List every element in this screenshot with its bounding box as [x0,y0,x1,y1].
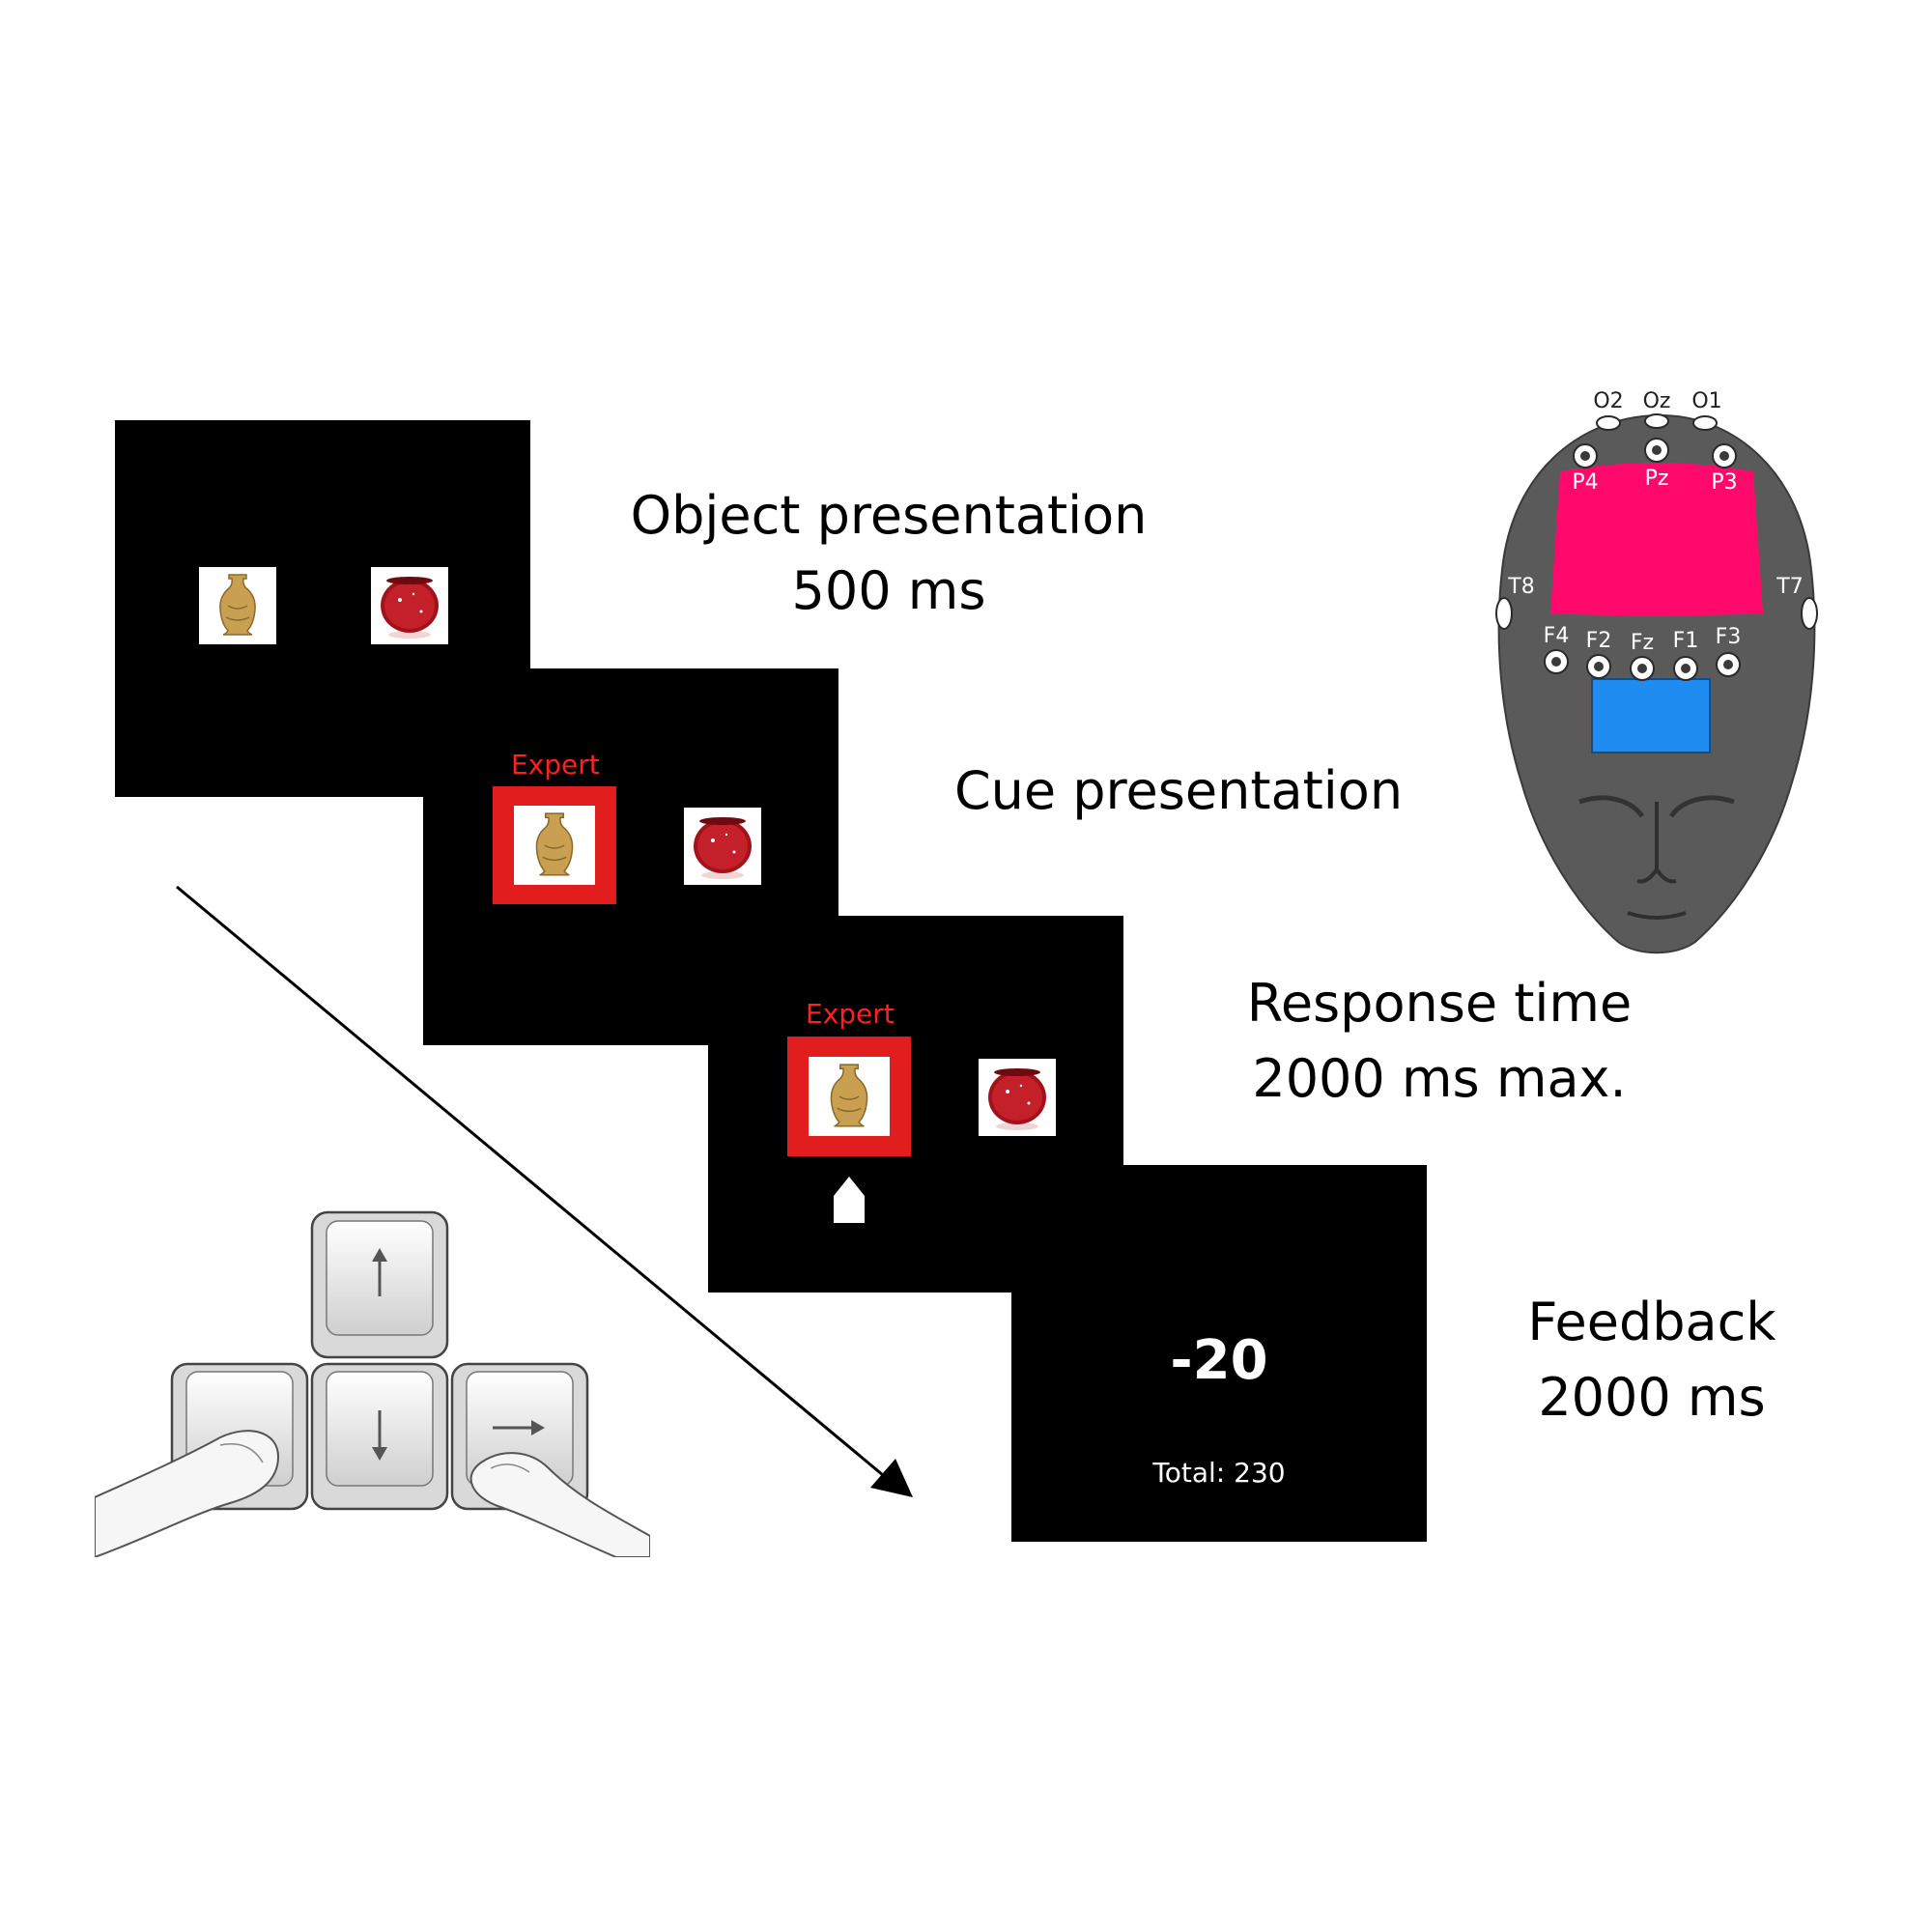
stage-response-label: Response time 2000 ms max. [1217,966,1662,1117]
head-model-icon: O2 Oz O1 P4 Pz P3 T8 T7 F4 F2 Fz F1 F3 [1495,389,1818,954]
electrode-label: P4 [1572,470,1598,495]
electrode-label: Fz [1631,631,1654,655]
red-bowl-icon [371,567,448,644]
red-bowl-icon [684,808,761,885]
red-bowl-icon [979,1059,1056,1136]
electrode-label: F2 [1586,629,1612,653]
feedback-screen: -20 Total: 230 [1011,1165,1427,1542]
electrode-label: T8 [1507,575,1534,599]
stage-duration: 2000 ms [1538,1367,1766,1428]
electrode-label: Pz [1645,467,1669,491]
stage-cue-label: Cue presentation [927,753,1430,829]
stage-name: Response time [1246,973,1633,1034]
cue-label: Expert [806,998,895,1030]
electrode-label: F3 [1716,625,1742,649]
target-region [1550,463,1763,616]
stage-duration: 2000 ms max. [1252,1048,1627,1109]
electrode-label: Oz [1643,389,1671,413]
electrode-label: F4 [1544,624,1570,648]
arrow-keys-icon [95,1210,650,1557]
feedback-total: Total: 230 [1152,1457,1286,1489]
stage-name: Feedback [1527,1292,1776,1352]
reference-region [1591,678,1711,753]
cue-label: Expert [511,749,600,781]
electrode-label: O1 [1691,389,1721,413]
electrode-label: O2 [1593,389,1623,413]
feedback-score: -20 [1170,1329,1268,1392]
stage-feedback-label: Feedback 2000 ms [1488,1285,1816,1435]
electrode-label: F1 [1673,629,1699,653]
stage-duration: 500 ms [791,560,986,621]
stage-name: Cue presentation [953,760,1404,821]
arrow-up-icon [834,1177,865,1223]
vase-icon [809,1057,890,1136]
stage-object-label: Object presentation 500 ms [609,478,1169,629]
vase-icon [514,806,595,885]
object-presentation-screen [115,420,530,797]
time-arrow-icon [176,885,913,1497]
electrode-label: T7 [1776,575,1803,599]
stage-name: Object presentation [630,485,1148,546]
vase-icon [199,567,276,644]
electrode-label: P3 [1711,470,1737,495]
